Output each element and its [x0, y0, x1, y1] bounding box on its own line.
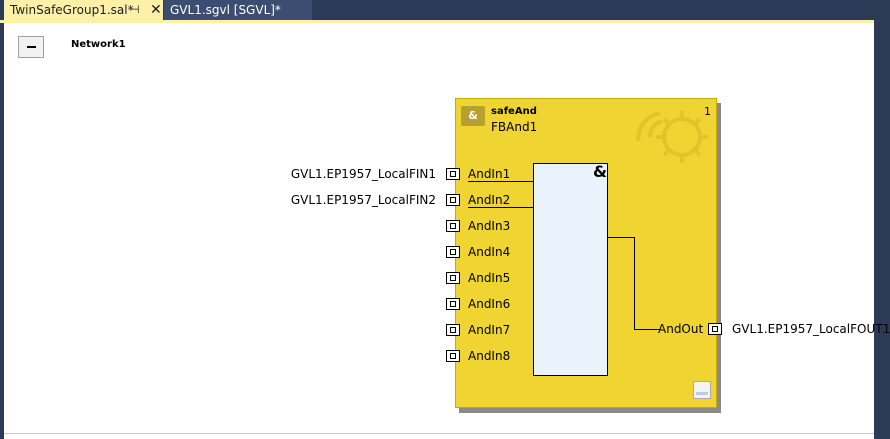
network-bottom-divider — [4, 433, 874, 434]
input-label-andin6[interactable]: AndIn6 — [468, 297, 511, 311]
input-pin-icon[interactable] — [446, 272, 460, 284]
input-label-andin4[interactable]: AndIn4 — [468, 245, 511, 259]
input-pin-icon[interactable] — [446, 194, 460, 206]
input-label-andin2[interactable]: AndIn2 — [468, 193, 511, 207]
input-label-andin8[interactable]: AndIn8 — [468, 349, 511, 363]
input-label-andin7[interactable]: AndIn7 — [468, 323, 511, 337]
input-label-andin5[interactable]: AndIn5 — [468, 271, 511, 285]
active-tab-accent-bar — [0, 20, 874, 23]
wire-out-to-label — [634, 329, 660, 330]
tab-gvl1[interactable]: GVL1.sgvl [SGVL]* — [164, 0, 312, 20]
and-operator-symbol: & — [593, 162, 607, 181]
tab-twinsafegroup1-label: TwinSafeGroup1.sal* — [10, 3, 134, 17]
input-label-andin3[interactable]: AndIn3 — [468, 219, 511, 233]
input-pin-icon[interactable] — [446, 168, 460, 180]
input-pin-icon[interactable] — [446, 246, 460, 258]
pin-icon[interactable]: ⊣ — [130, 3, 140, 16]
input-pin-icon[interactable] — [446, 324, 460, 336]
output-variable[interactable]: GVL1.EP1957_LocalFOUT1 — [732, 322, 890, 336]
wire-andin2 — [468, 207, 533, 208]
output-pin-icon[interactable] — [708, 323, 722, 335]
network-title: Network1 — [71, 39, 126, 50]
output-label-andout[interactable]: AndOut — [658, 322, 704, 336]
close-icon[interactable]: ✕ — [150, 2, 162, 18]
and-block-icon: & — [461, 106, 485, 126]
and-operator-box — [533, 163, 608, 376]
block-instance-name[interactable]: FBAnd1 — [491, 120, 538, 134]
input-variable-2[interactable]: GVL1.EP1957_LocalFIN2 — [290, 193, 436, 207]
block-execution-number: 1 — [704, 105, 711, 118]
left-border — [0, 23, 4, 439]
input-variable-1[interactable]: GVL1.EP1957_LocalFIN1 — [290, 167, 436, 181]
gear-watermark-icon — [636, 111, 708, 163]
wire-out-horizontal — [608, 237, 635, 238]
wire-out-vertical — [634, 237, 635, 329]
input-pin-icon[interactable] — [446, 220, 460, 232]
document-tab-strip: TwinSafeGroup1.sal* ⊣ ✕ GVL1.sgvl [SGVL]… — [0, 0, 874, 22]
block-type-name: safeAnd — [491, 106, 537, 117]
fbd-editor[interactable]: Network1 & safeAnd FBAnd1 1 & GVL1.EP195… — [4, 23, 890, 439]
tab-gvl1-label: GVL1.sgvl [SGVL]* — [170, 3, 281, 17]
input-pin-icon[interactable] — [446, 298, 460, 310]
wire-andin1 — [468, 181, 533, 182]
input-label-andin1[interactable]: AndIn1 — [468, 167, 511, 181]
collapse-network-button[interactable] — [18, 36, 44, 58]
tab-twinsafegroup1[interactable]: TwinSafeGroup1.sal* ⊣ ✕ — [4, 0, 163, 20]
block-minimize-icon[interactable] — [693, 381, 711, 399]
input-pin-icon[interactable] — [446, 350, 460, 362]
